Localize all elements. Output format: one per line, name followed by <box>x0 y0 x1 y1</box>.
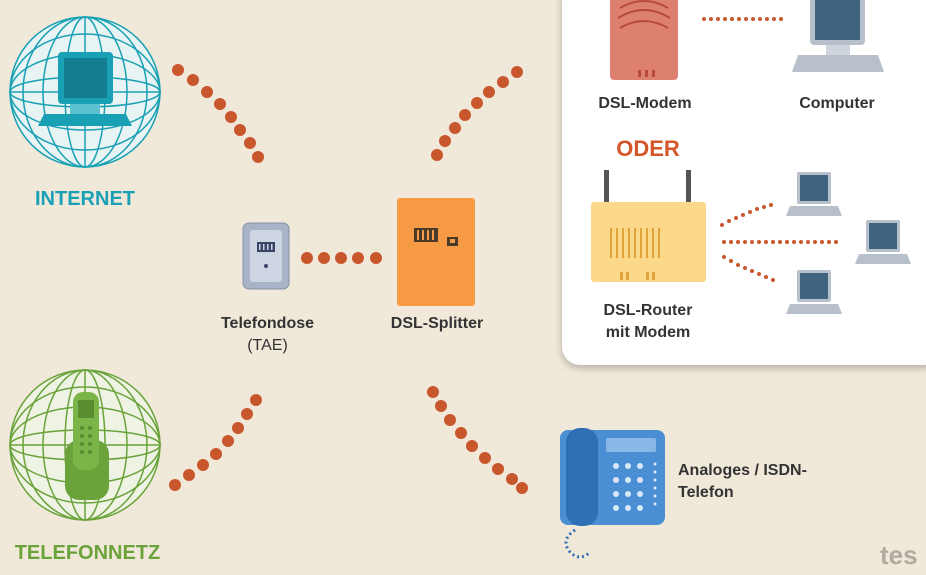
tae-label: (TAE) <box>247 337 288 354</box>
dsl-modem-label: DSL-Modem <box>598 95 692 112</box>
computer-icon <box>792 0 884 72</box>
computer-label: Computer <box>799 95 875 112</box>
watermark: tes <box>880 540 918 570</box>
cordless-phone-icon <box>65 392 109 500</box>
telefondose-icon <box>242 222 290 290</box>
oder-label: ODER <box>616 136 680 161</box>
dsl-splitter-icon <box>397 198 475 306</box>
internet-computer-icon <box>38 52 132 126</box>
computer-small-icon <box>786 270 842 314</box>
telefon-sublabel: Telefon <box>678 484 734 501</box>
desk-phone-icon <box>560 428 665 559</box>
dsl-router-icon <box>591 170 706 282</box>
telefonnetz-label: TELEFONNETZ <box>14 542 161 564</box>
telefon-label: Analoges / ISDN- <box>678 462 807 479</box>
dsl-router-sublabel: mit Modem <box>605 324 691 341</box>
dsl-modem-icon <box>610 0 678 80</box>
computer-small-icon <box>855 220 911 264</box>
connection-dots <box>169 17 838 494</box>
computer-small-icon <box>786 172 842 216</box>
telefondose-label: Telefondose <box>220 315 315 332</box>
dsl-splitter-label: DSL-Splitter <box>390 315 484 332</box>
dsl-router-label: DSL-Router <box>603 302 693 319</box>
internet-label: INTERNET <box>35 188 135 210</box>
